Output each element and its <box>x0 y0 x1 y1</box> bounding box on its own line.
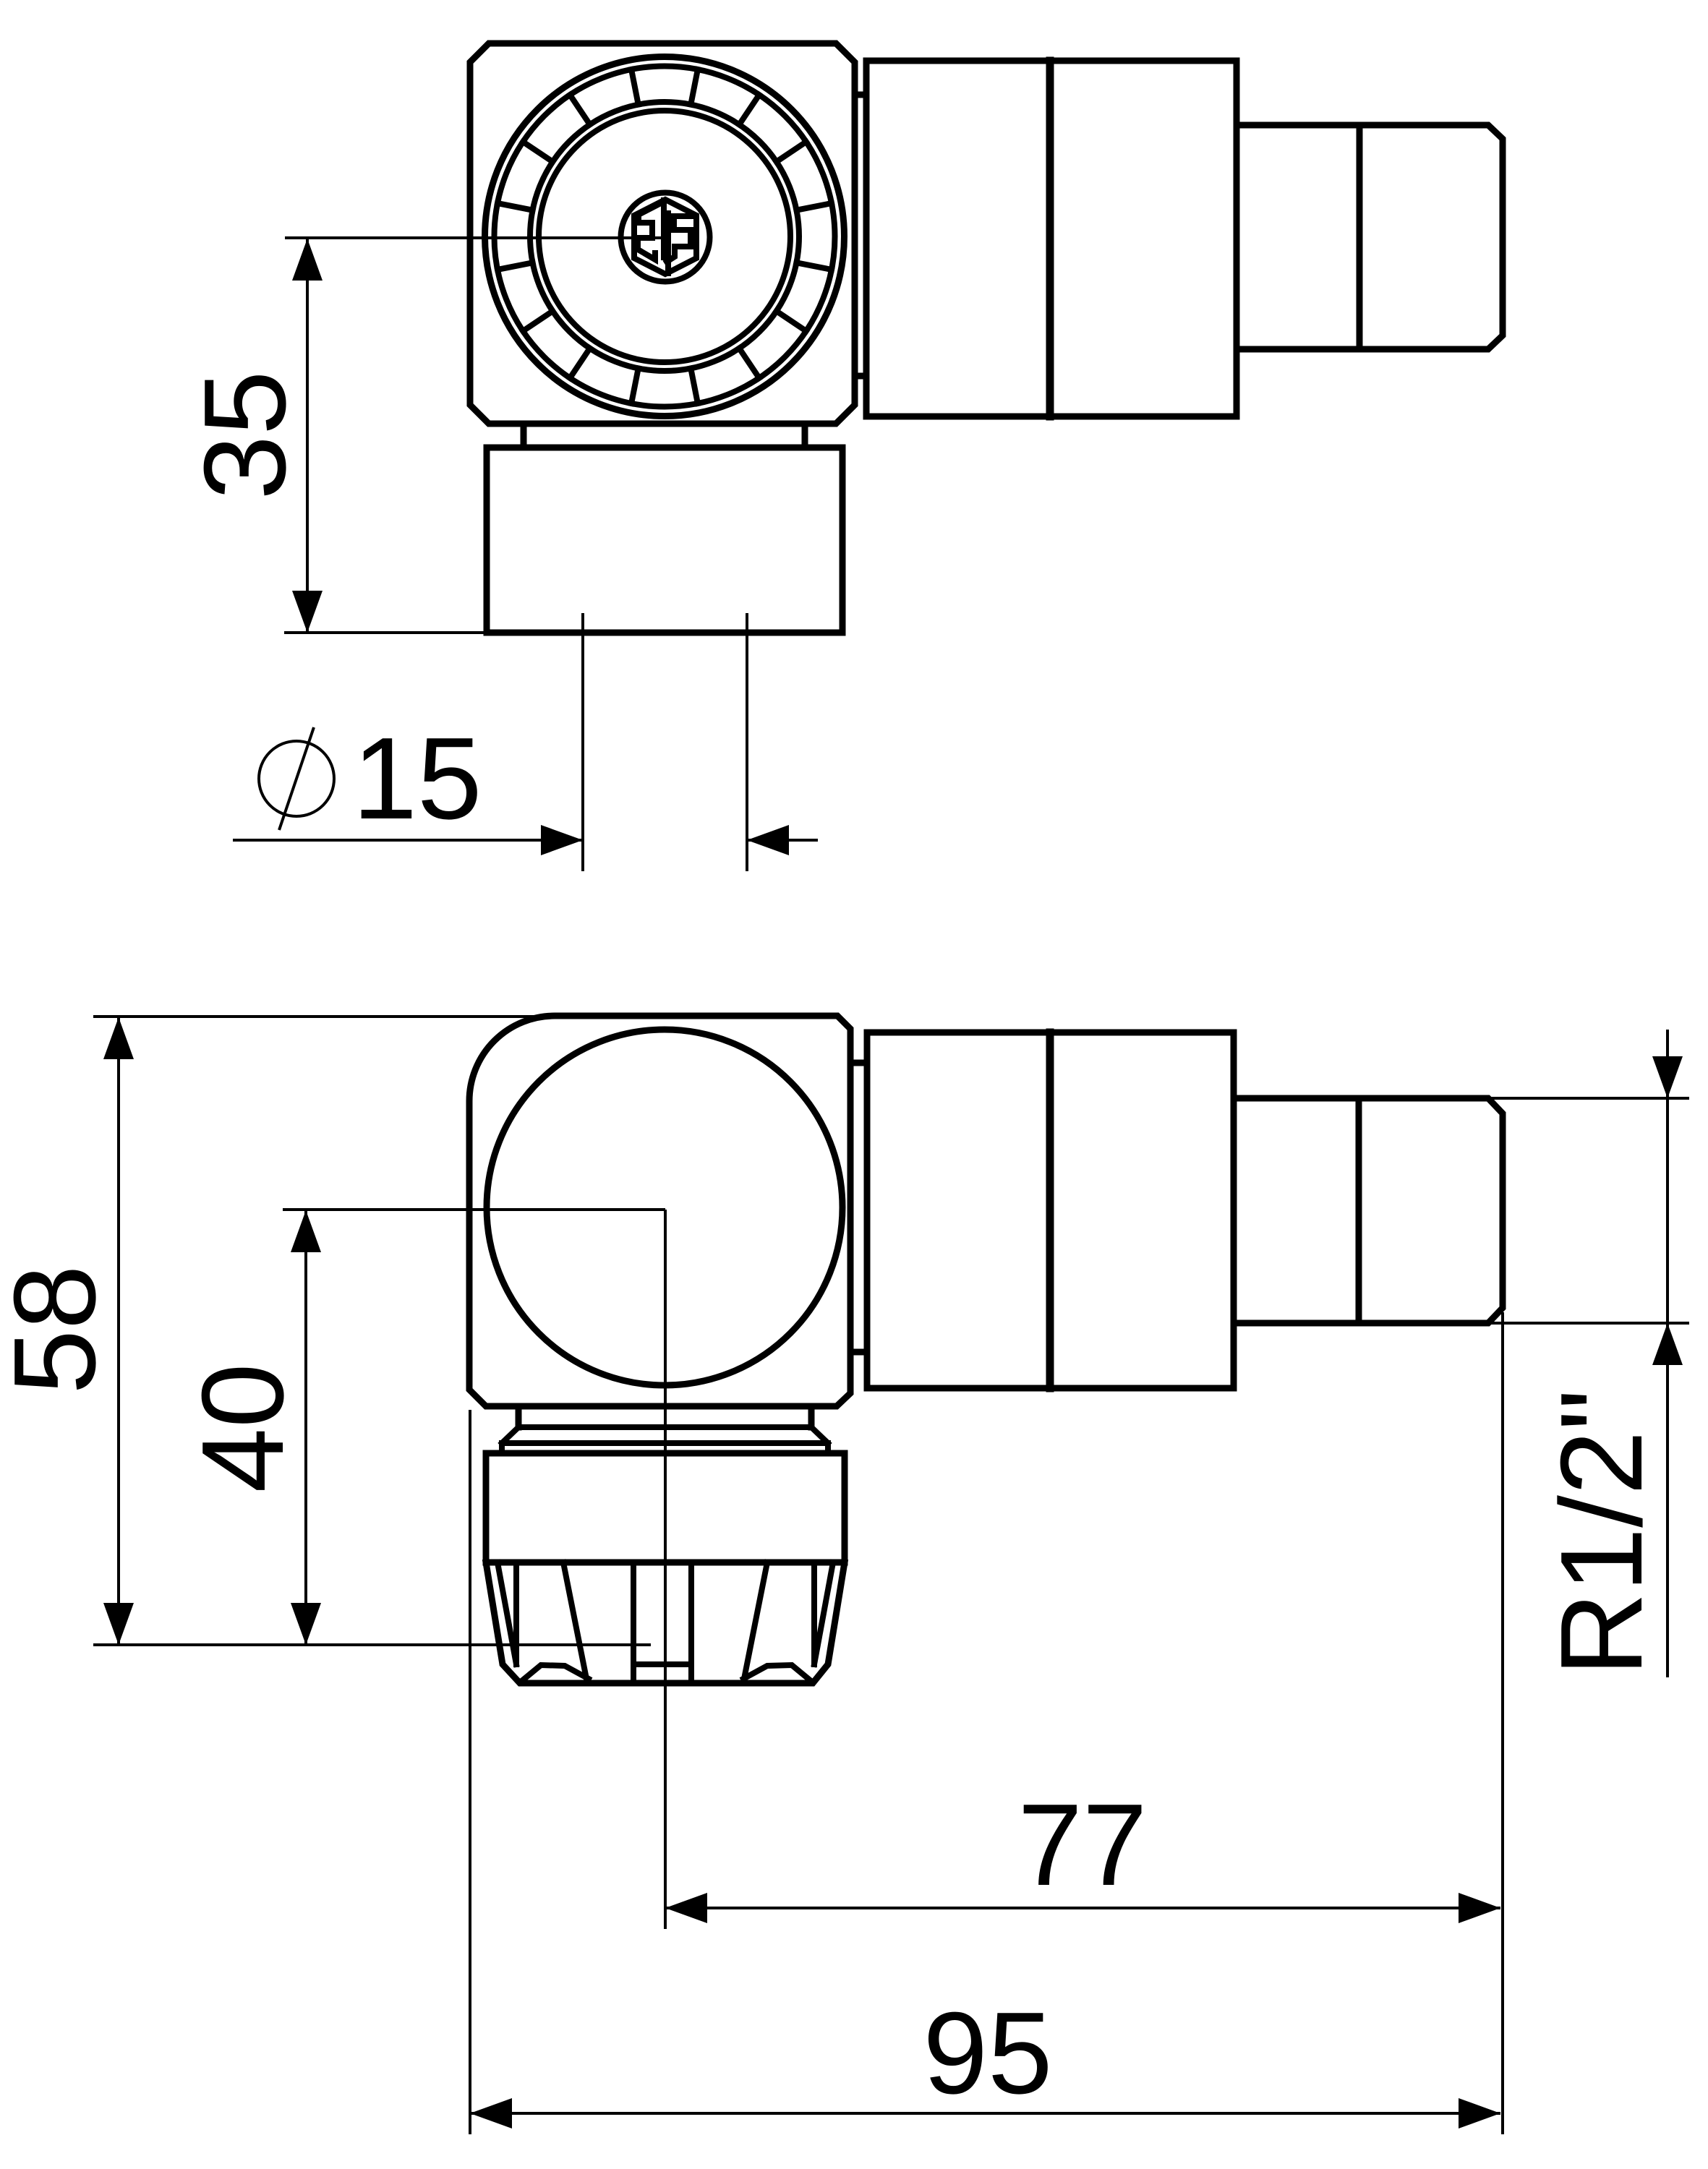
diameter-symbol-slash <box>278 727 315 831</box>
top-body-square <box>466 40 858 427</box>
top-view <box>466 40 1506 636</box>
knurl-segment-line <box>494 259 537 273</box>
knurl-segment-line <box>772 137 811 166</box>
front-tailpiece <box>1230 1095 1506 1327</box>
knurl-segment-line <box>628 364 642 407</box>
front-view <box>283 1012 1506 1929</box>
knurl-segment-line <box>518 137 557 166</box>
knurl-segment-line <box>735 344 764 382</box>
logo-left-glyph <box>635 199 665 265</box>
dim-15-arrow-left <box>747 825 789 855</box>
top-view-dimensions: 35 15 <box>180 236 818 871</box>
dim-35-arrow-down <box>292 591 323 633</box>
dim-15-arrow-right <box>541 825 583 855</box>
dimension-40: 40 <box>178 1210 321 1645</box>
knurl-facet-line <box>811 1559 837 1668</box>
dim-40-arrow-down <box>291 1603 321 1645</box>
knurl-facet-line <box>740 1559 771 1682</box>
dim-77-arrow-left <box>665 1893 707 1923</box>
logo-right-glyph <box>662 213 694 266</box>
knurl-segment-line <box>687 66 701 108</box>
dim-r12-arrow-up <box>1652 1323 1683 1365</box>
knurl-facet-line <box>560 1559 590 1682</box>
dim-77-arrow-right <box>1459 1893 1500 1923</box>
knurl-segment-line <box>565 90 594 129</box>
knurl-segment-line <box>793 259 835 273</box>
knurl-segment-line <box>687 364 701 407</box>
nut-knurl-lines <box>494 1559 837 1687</box>
front-view-dimensions: 58 40 R1/2" 77 <box>0 1015 1689 2134</box>
dimension-r12: R1/2" <box>1490 1030 1689 1677</box>
top-socket <box>483 444 846 636</box>
dim-95-arrow-right <box>1459 2098 1500 2129</box>
dim-15-label: 15 <box>352 714 482 844</box>
dimension-15: 15 <box>233 613 818 871</box>
dim-35-label: 35 <box>180 370 310 500</box>
dimension-58: 58 <box>0 1015 654 1646</box>
knurl-segment-line <box>518 307 557 335</box>
dimension-35: 35 <box>180 236 664 634</box>
knurl-segment-line <box>565 344 594 382</box>
top-cap-knurl-segments <box>494 66 835 407</box>
knurl-segment-line <box>793 200 835 214</box>
dimension-77: 77 <box>665 1780 1500 1923</box>
dim-40-label: 40 <box>178 1363 308 1492</box>
knurl-bottom-facet <box>516 1661 593 1687</box>
dim-r12-arrow-down <box>1652 1056 1683 1098</box>
knurl-segment-line <box>628 66 642 108</box>
dim-58-arrow-up <box>103 1017 134 1059</box>
knurl-segment-line <box>735 90 764 129</box>
dim-58-label: 58 <box>0 1265 120 1394</box>
diameter-symbol-circle <box>257 740 336 818</box>
top-tailpiece <box>1233 121 1506 353</box>
dim-58-arrow-down <box>103 1603 134 1645</box>
knurl-facet-line <box>494 1559 520 1668</box>
dim-77-label: 77 <box>1017 1780 1147 1910</box>
knurl-segment-line <box>772 307 811 335</box>
dim-r12-label: R1/2" <box>1537 1389 1667 1676</box>
dim-35-arrow-up <box>292 239 323 281</box>
dim-95-label: 95 <box>923 1988 1052 2118</box>
dimension-95: 95 <box>469 1312 1504 2134</box>
dim-40-arrow-up <box>291 1210 321 1252</box>
diameter-symbol <box>257 727 336 831</box>
front-body <box>466 1012 854 1410</box>
knurl-bottom-facet <box>739 1661 817 1687</box>
dim-95-arrow-left <box>470 2098 512 2129</box>
knurl-segment-line <box>494 200 537 214</box>
